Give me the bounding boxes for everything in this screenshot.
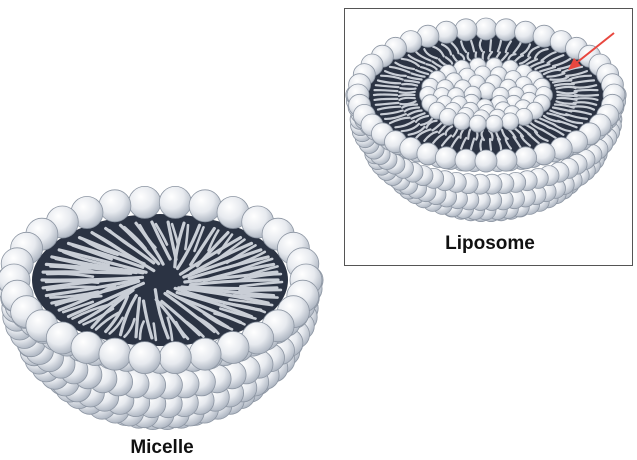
liposome-label: Liposome [420,233,560,255]
head-group-sphere [455,19,477,41]
lipid-tail [483,52,484,59]
head-group-sphere [159,186,191,218]
liposome [346,18,626,222]
micelle [0,186,323,429]
lipid-tail [375,99,398,100]
lipid-tail [239,290,281,291]
head-group-sphere [99,190,131,222]
head-group-sphere [486,115,503,132]
head-group-sphere [533,143,555,165]
head-group-sphere [495,149,517,171]
head-group-sphere [475,18,497,40]
head-group-sphere [189,338,221,370]
lipid-tail [375,90,398,91]
head-group-sphere [189,190,221,222]
lipid-tail [399,95,415,96]
head-group-sphere [435,147,457,169]
lipid-tail [400,88,415,89]
head-group-sphere [99,338,131,370]
head-group-sphere [453,113,470,130]
head-group-sphere [475,150,497,172]
head-group-sphere [159,342,191,374]
head-group-sphere [515,147,537,169]
head-group-sphere [71,332,103,364]
lipid-tail [399,92,414,93]
head-group-sphere [129,186,161,218]
lipid-tail [490,139,491,150]
head-group-sphere [417,143,439,165]
micelle-label: Micelle [97,437,227,459]
lipid-tail [46,281,98,282]
head-group-sphere [469,115,486,132]
lipid-tail [575,95,598,96]
lipid-tail [575,90,598,91]
head-group-sphere [502,113,519,130]
head-group-sphere [129,342,161,374]
lipid-tail [558,95,578,96]
head-group-sphere [217,332,249,364]
head-group-sphere [455,149,477,171]
head-group-sphere [495,19,517,41]
lipid-tail [490,40,491,51]
head-group-sphere [435,21,457,43]
head-group-sphere [515,21,537,43]
lipid-tail [374,95,397,96]
